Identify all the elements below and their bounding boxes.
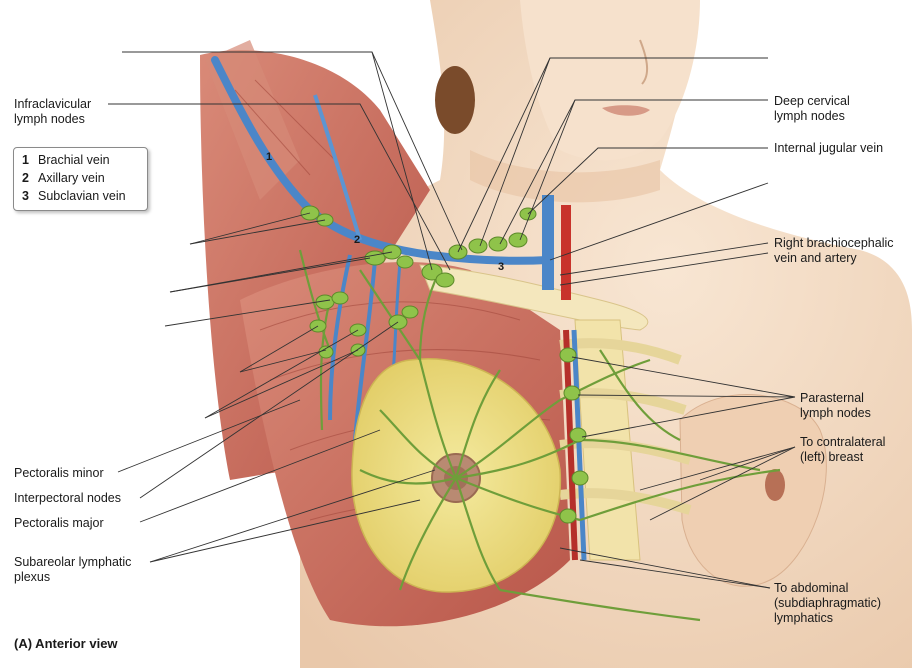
label-internal-jugular-vein: Internal jugular vein (774, 141, 884, 155)
hair-bun (435, 66, 475, 134)
label-parasternal-lymph-nodes: Parasternal lymph nodes (800, 391, 871, 420)
label-infraclavicular-lymph-nodes: Infraclavicular lymph nodes (14, 97, 92, 126)
vein-number-1: 1 (266, 151, 272, 163)
lymphatic-vessels (298, 249, 781, 622)
label-subareolar-lymphatic-plexus: Subareolar lymphatic plexus (14, 555, 132, 584)
nose (639, 39, 648, 85)
figure-caption: (A) Anterior view (14, 636, 118, 651)
face (435, 0, 700, 161)
label-to-abdominal-lymphatics: To abdominal (subdiaphragmatic) lymphati… (774, 581, 881, 625)
label-interpectoral-nodes: Interpectoral nodes (14, 491, 122, 505)
leader-lines (108, 51, 796, 589)
internal-thoracic-vein (571, 329, 587, 561)
vein-number-2: 2 (354, 234, 360, 246)
label-pectoralis-major: Pectoralis major (14, 516, 104, 530)
label-to-contralateral-breast: To contralateral (left) breast (800, 435, 886, 464)
label-pectoralis-minor: Pectoralis minor (14, 466, 104, 480)
lips (602, 105, 650, 116)
label-right-brachiocephalic-vein-artery: Right brachiocephalic vein and artery (774, 236, 894, 265)
label-deep-cervical-lymph-nodes: Deep cervical lymph nodes (774, 94, 850, 123)
vein-number-3: 3 (498, 261, 504, 273)
clavicle (419, 264, 649, 331)
lymph-nodes (300, 205, 589, 524)
